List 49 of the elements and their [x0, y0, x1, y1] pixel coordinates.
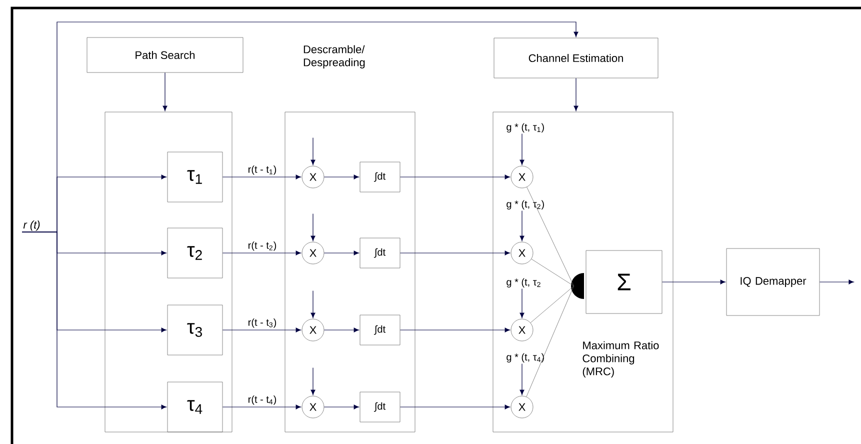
arrow — [162, 72, 168, 111]
summation-box: Σ — [586, 250, 662, 314]
process-box: Channel Estimation — [494, 38, 658, 78]
arrow — [222, 328, 301, 332]
edge-label: r(t - t$_{1}$) — [246, 164, 278, 176]
weight-label: g * (t, τ$_{1}$) — [506, 123, 544, 133]
arrow — [310, 138, 316, 165]
arrow — [222, 250, 301, 256]
arrow — [662, 280, 726, 284]
arrow — [324, 404, 359, 410]
weight-label: g * (t, τ$_{2}$) — [506, 200, 544, 210]
process-box: IQ Demapper — [726, 248, 820, 316]
arrow — [819, 280, 854, 284]
arrow — [310, 368, 316, 395]
arrow — [22, 22, 578, 232]
block-heading: Descramble/ Despreading — [304, 45, 365, 68]
integrator-box: ∫dt — [360, 238, 400, 268]
combiner-symbol — [571, 273, 584, 299]
delay-box: τ$_{1}$ — [167, 152, 223, 202]
arrow — [400, 404, 510, 410]
arrow — [222, 174, 301, 180]
input-label: r (t) — [23, 220, 40, 231]
arrow — [324, 328, 359, 332]
arrow — [400, 328, 510, 332]
arrow — [400, 174, 510, 180]
arrow — [310, 290, 316, 318]
integrator-box: ∫dt — [360, 314, 400, 346]
integrator-box: ∫dt — [360, 392, 400, 422]
arrow — [310, 214, 316, 241]
delay-box: τ$_{4}$ — [167, 382, 223, 432]
block-caption: Maximum Ratio Combining (MRC) — [582, 341, 659, 378]
arrow — [324, 174, 359, 180]
delay-box: τ$_{2}$ — [167, 228, 223, 278]
arrow — [400, 250, 510, 256]
arrow — [520, 133, 524, 165]
arrow — [574, 78, 578, 111]
edge-label: r(t - t$_{3}$) — [246, 318, 278, 329]
process-box: Path Search — [86, 37, 244, 73]
arrow — [520, 210, 524, 241]
arrow — [324, 250, 359, 256]
integrator-box: ∫dt — [360, 162, 400, 192]
weight-label: g * (t, τ$_{2}$ — [506, 278, 540, 288]
delay-box: τ$_{3}$ — [167, 304, 223, 356]
weight-label: g * (t, τ$_{4}$) — [506, 353, 544, 363]
arrow — [222, 404, 301, 410]
arrow — [520, 363, 524, 395]
arrow — [520, 288, 524, 318]
edge-label: r(t - t$_{4}$) — [246, 394, 278, 406]
edge-label: r(t - t$_{2}$) — [246, 240, 278, 252]
